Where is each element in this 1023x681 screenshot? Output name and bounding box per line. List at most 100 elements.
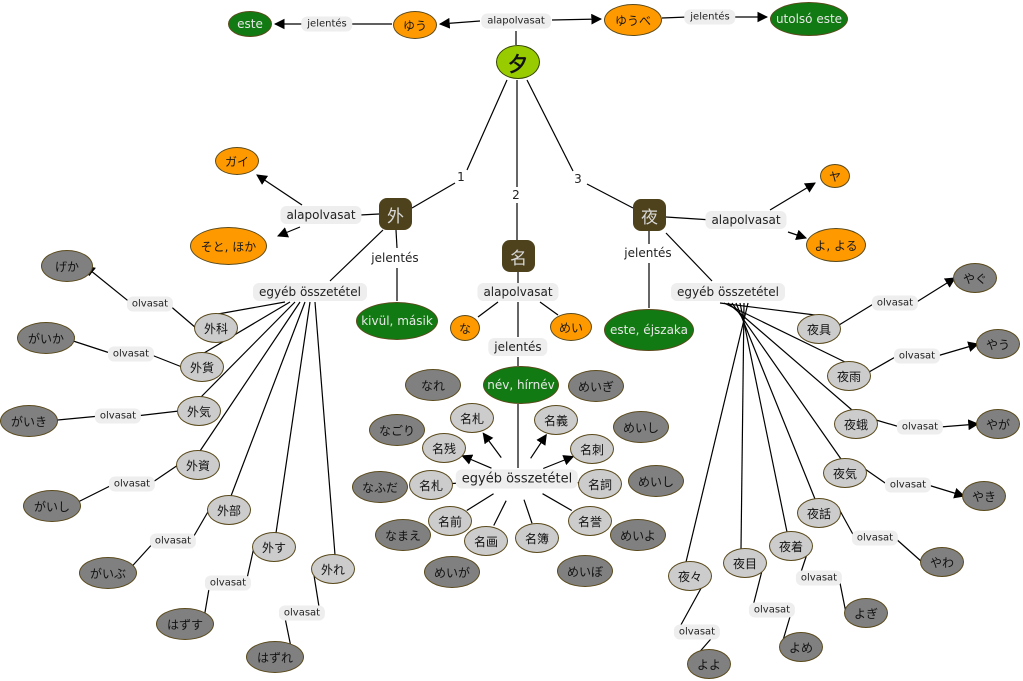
compound-reading-mei[interactable]: めいし xyxy=(628,465,684,497)
edge-root-1 xyxy=(466,79,508,171)
link-olvasat: olvasat xyxy=(94,408,142,424)
compound-reading-ya[interactable]: やが xyxy=(976,409,1020,439)
edge-ya-reading xyxy=(936,341,980,357)
reading-mei-kun[interactable]: な xyxy=(450,315,480,341)
compound-reading-ya[interactable]: やぐ xyxy=(953,263,997,293)
compound-ya[interactable]: 夜蛾 xyxy=(834,409,878,439)
compound-reading-mei[interactable]: なごり xyxy=(369,414,425,446)
edge-to-mei-on xyxy=(539,301,559,316)
edge-gai-compound-label xyxy=(148,353,183,368)
edge-gai-compound xyxy=(200,301,296,398)
edge-mei-compound xyxy=(530,433,547,459)
compound-reading-ya[interactable]: よめ xyxy=(779,632,823,662)
meaning-utolso-este[interactable]: utolsó este xyxy=(770,2,848,36)
compound-ya[interactable]: 夜目 xyxy=(723,548,767,578)
compound-mei[interactable]: 名札 xyxy=(409,470,453,500)
kanji-ya[interactable]: 夜 xyxy=(633,199,666,231)
compound-reading-gai[interactable]: がいぶ xyxy=(79,557,137,589)
compound-reading-mei[interactable]: なふだ xyxy=(352,471,408,503)
link-olvasat: olvasat xyxy=(107,346,155,362)
edge-gai-compounds xyxy=(329,229,384,282)
compound-ya[interactable]: 夜気 xyxy=(823,458,867,488)
compound-ya[interactable]: 夜具 xyxy=(797,314,841,344)
meaning-mei[interactable]: név, hírnév xyxy=(483,366,559,404)
compound-reading-ya[interactable]: やき xyxy=(962,481,1006,511)
link-olvasat: olvasat xyxy=(896,419,944,435)
edge-ya-compound-label xyxy=(838,302,876,326)
compound-mei[interactable]: 名簿 xyxy=(515,523,559,553)
link-mei-alapolvasat: alapolvasat xyxy=(477,283,559,301)
compound-reading-ya[interactable]: よよ xyxy=(687,649,731,679)
link-olvasat: olvasat xyxy=(204,575,252,591)
link-mei-jelentes: jelentés xyxy=(488,338,548,356)
compound-reading-mei[interactable]: めいぎ xyxy=(568,370,624,402)
reading-yuube[interactable]: ゆうべ xyxy=(604,4,662,36)
compound-mei[interactable]: 名誉 xyxy=(568,506,612,536)
branch-number-2: 2 xyxy=(512,188,520,202)
link-olvasat: olvasat xyxy=(126,296,174,312)
compound-reading-mei[interactable]: めいが xyxy=(424,556,480,588)
compound-reading-ya[interactable]: やわ xyxy=(920,547,964,577)
root-node[interactable]: 夕 xyxy=(496,45,540,79)
compound-reading-gai[interactable]: がいか xyxy=(17,322,75,354)
edge-mei-compound xyxy=(542,493,573,512)
reading-mei-on[interactable]: めい xyxy=(550,313,592,341)
link-olvasat: olvasat xyxy=(278,605,326,621)
compound-mei[interactable]: 名義 xyxy=(534,405,578,435)
edge-ya-reading xyxy=(894,537,923,563)
kanji-gai[interactable]: 外 xyxy=(379,198,412,230)
edge-gai-compound xyxy=(203,301,291,354)
branch-number-1: 1 xyxy=(457,170,465,184)
compound-gai[interactable]: 外部 xyxy=(207,495,251,525)
compound-mei[interactable]: 名刺 xyxy=(570,434,614,464)
edge-ya-compound xyxy=(739,302,788,533)
compound-ya[interactable]: 夜雨 xyxy=(827,361,871,391)
reading-gai-kun[interactable]: そと, ほか xyxy=(190,227,267,265)
compound-ya[interactable]: 夜話 xyxy=(797,498,841,528)
compound-reading-gai[interactable]: はずれ xyxy=(246,641,304,673)
edge-gai-compound xyxy=(199,301,301,452)
compound-ya[interactable]: 夜着 xyxy=(769,531,813,561)
reading-gai-on[interactable]: ガイ xyxy=(215,147,259,175)
link-alapolvasat-top: alapolvasat xyxy=(481,13,551,29)
compound-ya[interactable]: 夜々 xyxy=(668,561,712,591)
edge-ya-compound xyxy=(685,302,749,563)
meaning-este[interactable]: este xyxy=(228,11,272,37)
compound-reading-mei[interactable]: なまえ xyxy=(375,519,431,551)
compound-gai[interactable]: 外資 xyxy=(176,450,220,480)
compound-reading-gai[interactable]: げか xyxy=(41,250,93,282)
edge-mei-compound xyxy=(466,493,494,512)
compound-gai[interactable]: 外れ xyxy=(311,554,355,584)
edge-gai-compound-label xyxy=(167,303,197,329)
compound-gai[interactable]: 外気 xyxy=(177,396,221,426)
compound-mei[interactable]: 名札 xyxy=(450,403,494,433)
compound-reading-ya[interactable]: よぎ xyxy=(844,598,888,628)
link-ya-jelentes: jelentés xyxy=(624,246,672,260)
compound-reading-mei[interactable]: なれ xyxy=(405,369,461,401)
compound-reading-gai[interactable]: がいき xyxy=(0,405,58,437)
compound-reading-mei[interactable]: めいし xyxy=(613,411,669,443)
reading-ya-kun[interactable]: よ, よる xyxy=(806,228,866,262)
compound-gai[interactable]: 外す xyxy=(252,532,296,562)
compound-reading-mei[interactable]: めいぼ xyxy=(557,555,613,587)
compound-mei[interactable]: 名残 xyxy=(422,433,466,463)
compound-reading-gai[interactable]: がいし xyxy=(23,490,81,522)
meaning-ya[interactable]: este, éjszaka xyxy=(604,309,694,351)
compound-gai[interactable]: 外貨 xyxy=(180,352,224,382)
link-jelentes-left: jelentés xyxy=(301,16,353,32)
edge-yuube-jelentes xyxy=(661,16,689,19)
compound-reading-mei[interactable]: めいよ xyxy=(610,519,666,551)
meaning-gai[interactable]: kivül, másik xyxy=(356,302,438,340)
compound-mei[interactable]: 名詞 xyxy=(578,469,622,499)
reading-ya-on[interactable]: ヤ xyxy=(820,164,850,188)
edge-ya-compound-label xyxy=(864,468,889,486)
edge-to-yuube xyxy=(551,13,603,25)
compound-gai[interactable]: 外科 xyxy=(194,313,238,343)
compound-mei[interactable]: 名画 xyxy=(464,526,508,556)
kanji-mei[interactable]: 名 xyxy=(502,240,535,272)
compound-reading-gai[interactable]: はずす xyxy=(156,608,214,640)
edge-ya-compound xyxy=(735,302,816,500)
compound-mei[interactable]: 名前 xyxy=(428,506,472,536)
compound-reading-ya[interactable]: やう xyxy=(976,329,1020,359)
reading-yuu[interactable]: ゆう xyxy=(393,11,437,39)
